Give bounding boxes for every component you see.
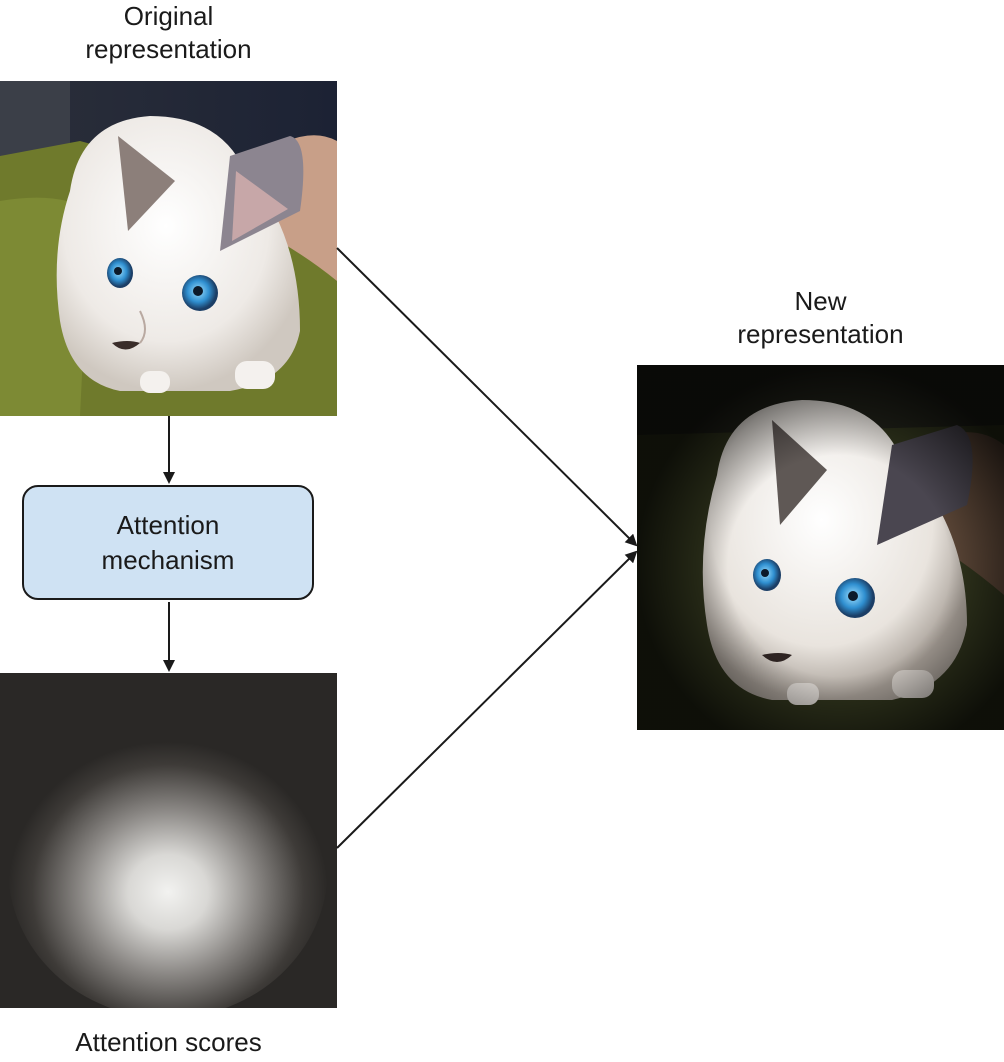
arrow-scores-to-new [336,550,638,849]
original-representation-label: Original representation [85,1,252,64]
cat-photo-highlighted-icon [637,365,1004,730]
attention-mechanism-box: Attention mechanism [22,485,314,600]
cat-photo-icon [0,81,337,416]
new-representation-label: New representation [737,286,904,349]
attention-scores-label: Attention scores [75,1027,262,1057]
arrow-original-to-new [336,247,638,547]
attention-heatmap-icon [0,673,337,1008]
